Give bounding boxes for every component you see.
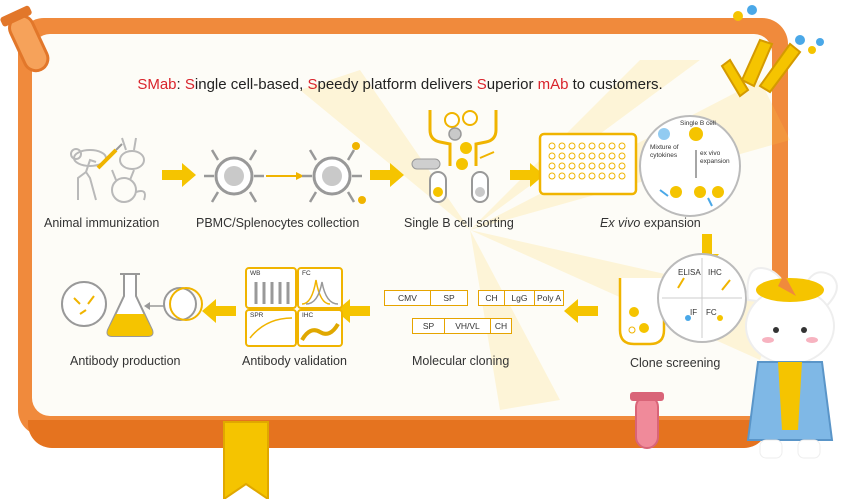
step-immunization-label: Animal immunization [44, 216, 160, 230]
spr-text: SPR [250, 312, 264, 319]
wb-text: WB [250, 270, 261, 277]
gene-block: CH [478, 290, 504, 306]
step-expansion-text: expansion [640, 216, 701, 230]
cloning-row-1: CMV SP [384, 290, 468, 306]
arrow-right-icon [162, 163, 544, 187]
screening-detail-icon [657, 253, 747, 343]
title-mab2: mAb [537, 76, 569, 93]
step-expansion-label: Ex vivo expansion [600, 216, 701, 230]
ex-vivo-text: ex vivo [700, 150, 721, 157]
val-fc-text: FC [302, 270, 311, 277]
step-validation-label: Antibody validation [242, 354, 347, 368]
board-panel [32, 34, 772, 416]
title-speedy: peedy platform delivers [317, 76, 477, 93]
screen-if-text: IF [690, 308, 698, 317]
expansion-detail-icon [639, 115, 741, 217]
mixture-text: Mixture of [650, 144, 679, 151]
labeled-b-cell-icon [302, 142, 366, 204]
cytokines-text: cytokines [650, 152, 678, 159]
cell-sorter-icon [411, 110, 498, 203]
cloning-row-2: CH LgG Poly A [478, 290, 564, 306]
animals-icon [70, 137, 146, 203]
title-mab: Mab [147, 76, 177, 93]
title-s4: S [476, 76, 487, 93]
culture-tube-icon [618, 278, 666, 346]
title-s2: S [184, 76, 195, 93]
screen-ihc-text: IHC [708, 268, 722, 277]
step-expansion-italic: Ex vivo [600, 216, 641, 230]
gene-block: CMV [384, 290, 430, 306]
validation-panels-icon [245, 267, 343, 347]
gene-block: SP [430, 290, 468, 306]
expansion-text: expansion [700, 158, 730, 165]
cloning-row-3: SP VH/VL CH [412, 318, 512, 334]
step-sorting-label: Single B cell sorting [404, 216, 514, 230]
bookmark-icon [223, 421, 269, 499]
step-cloning-label: Molecular cloning [412, 354, 510, 368]
pink-tube-icon [630, 392, 664, 449]
title-s3: S [307, 76, 318, 93]
arrow-left-icon [202, 299, 598, 323]
arrow-small-icon [266, 172, 304, 180]
test-tube-icon [0, 5, 50, 73]
well-plate-icon [538, 132, 638, 196]
val-ihc-text: IHC [302, 312, 314, 319]
page-title: SMab: Single cell-based, Speedy platform… [0, 76, 800, 93]
title-s1: S [137, 76, 148, 93]
antibody-decoration-icon [720, 5, 824, 98]
step-production-label: Antibody production [70, 354, 181, 368]
screen-fc-text: FC [706, 308, 717, 317]
gene-block: VH/VL [444, 318, 490, 334]
gene-block: SP [412, 318, 444, 334]
gene-block: CH [490, 318, 512, 334]
title-single: ingle cell-based, [194, 76, 308, 93]
elisa-text: ELISA [678, 268, 701, 277]
step-screening-label: Clone screening [630, 356, 721, 370]
gene-block: Poly A [534, 290, 564, 306]
title-colon: : [176, 76, 185, 93]
single-b-cell-text: Single B cell [680, 120, 716, 127]
title-superior: uperior [486, 76, 538, 93]
gene-block: LgG [504, 290, 534, 306]
step-collection-label: PBMC/Splenocytes collection [196, 216, 360, 230]
b-cell-icon [204, 149, 264, 203]
syringe-icon [96, 143, 123, 170]
flask-icon [61, 273, 203, 337]
title-end: to customers. [568, 76, 663, 93]
mascot-rabbit-icon [745, 267, 838, 459]
